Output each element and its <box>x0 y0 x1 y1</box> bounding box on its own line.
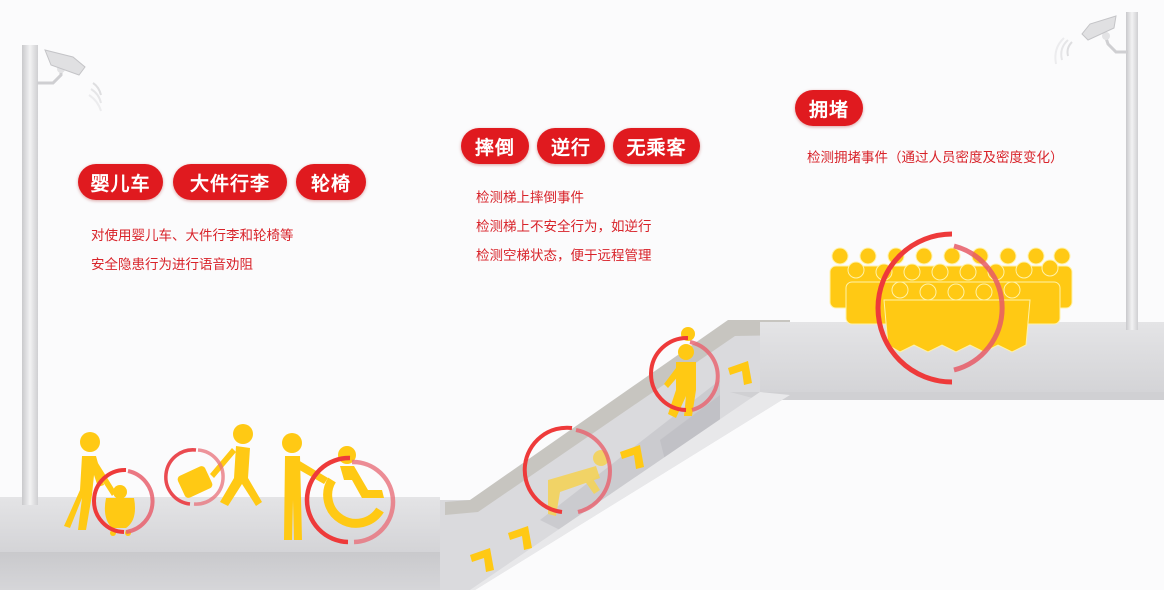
tag-reverse: 逆行 <box>537 128 605 164</box>
desc-line: 对使用婴儿车、大件行李和轮椅等 <box>91 228 294 244</box>
surveillance-camera-right <box>1050 12 1130 82</box>
left-description: 对使用婴儿车、大件行李和轮椅等 安全隐患行为进行语音劝阻 <box>91 222 294 280</box>
right-description: 检测拥堵事件（通过人员密度及密度变化） <box>807 144 1064 173</box>
tag-congestion: 拥堵 <box>795 90 863 126</box>
tag-no-passenger: 无乘客 <box>613 128 700 164</box>
desc-line: 检测梯上摔倒事件 <box>476 190 584 206</box>
tag-stroller: 婴儿车 <box>78 164 163 200</box>
desc-line: 安全隐患行为进行语音劝阻 <box>91 257 253 273</box>
middle-description: 检测梯上摔倒事件 检测梯上不安全行为，如逆行 检测空梯状态，便于远程管理 <box>476 184 652 271</box>
desc-line: 检测梯上不安全行为，如逆行 <box>476 219 652 235</box>
surveillance-camera-icon <box>1054 15 1128 65</box>
desc-line: 检测拥堵事件（通过人员密度及密度变化） <box>807 150 1064 166</box>
tag-wheelchair: 轮椅 <box>296 164 366 200</box>
surveillance-camera-icon <box>37 49 102 112</box>
desc-line: 检测空梯状态，便于远程管理 <box>476 248 652 264</box>
surveillance-camera-left <box>35 45 125 115</box>
tag-fall: 摔倒 <box>461 128 529 164</box>
tag-large-luggage: 大件行李 <box>173 164 287 200</box>
